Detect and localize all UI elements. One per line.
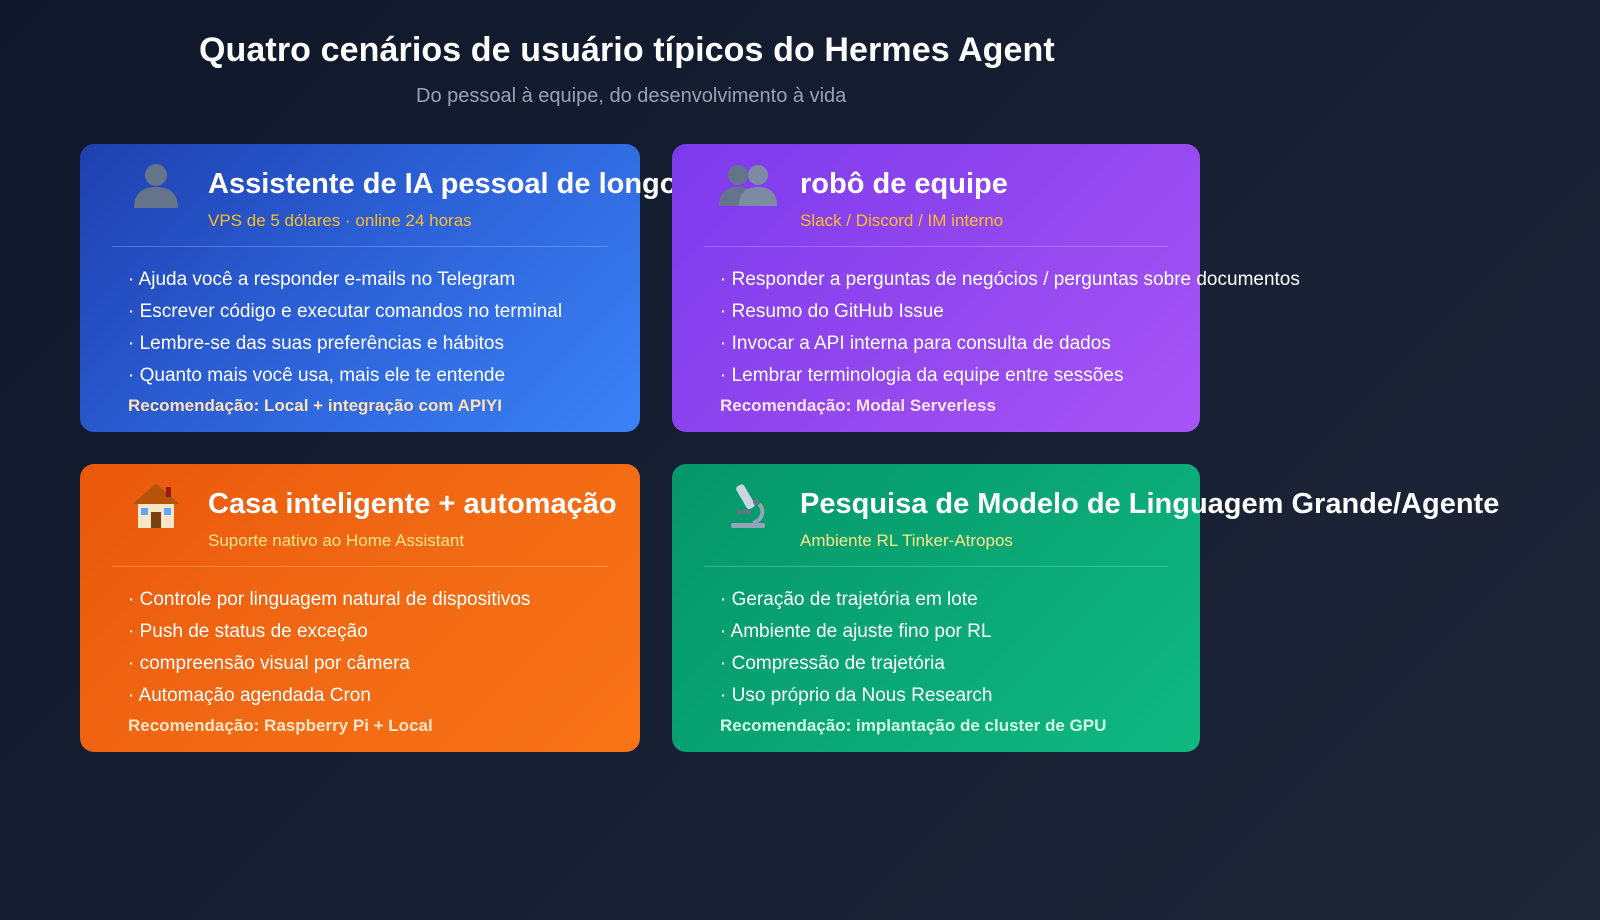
list-item: · Lembrar terminologia da equipe entre s…	[720, 365, 1124, 386]
card-personal-assistant: Assistente de IA pessoal de longo VPS de…	[80, 144, 677, 432]
list-item: · Quanto mais você usa, mais ele te ente…	[128, 365, 506, 386]
card-divider	[112, 566, 608, 567]
people-silhouette-icon	[718, 154, 778, 208]
person-silhouette-icon	[126, 154, 186, 208]
page-subtitle: Do pessoal à equipe, do desenvolvimento …	[416, 85, 847, 107]
page-title: Quatro cenários de usuário típicos do He…	[199, 31, 1055, 69]
card-title: robô de equipe	[800, 168, 1008, 200]
card-smart-home: Casa inteligente + automação Suporte nat…	[80, 464, 640, 752]
list-item: · Automação agendada Cron	[128, 685, 371, 706]
card-tag: Slack / Discord / IM interno	[800, 211, 1004, 230]
list-item: · Invocar a API interna para consulta de…	[720, 333, 1111, 354]
list-item: · Push de status de exceção	[128, 621, 368, 642]
list-item: · Escrever código e executar comandos no…	[128, 301, 563, 322]
card-divider	[704, 246, 1168, 247]
card-divider	[112, 246, 608, 247]
card-feature-list: · Geração de trajetória em lote · Ambien…	[720, 584, 992, 712]
card-feature-list: · Ajuda você a responder e-mails no Tele…	[128, 264, 562, 392]
list-item: · Resumo do GitHub Issue	[720, 301, 944, 322]
list-item: · Geração de trajetória em lote	[720, 589, 978, 610]
card-recommendation: Recomendação: implantação de cluster de …	[720, 716, 1107, 735]
card-feature-list: · Controle por linguagem natural de disp…	[128, 584, 530, 712]
card-feature-list: · Responder a perguntas de negócios / pe…	[720, 264, 1300, 392]
list-item: · Compressão de trajetória	[720, 653, 945, 674]
card-recommendation: Recomendação: Raspberry Pi + Local	[128, 716, 433, 735]
microscope-icon	[718, 474, 778, 530]
card-recommendation: Recomendação: Modal Serverless	[720, 396, 996, 415]
card-title: Casa inteligente + automação	[208, 488, 617, 520]
card-tag: Ambiente RL Tinker-Atropos	[800, 531, 1013, 550]
house-icon	[126, 474, 186, 530]
card-recommendation: Recomendação: Local + integração com API…	[128, 396, 502, 415]
card-team-bot: robô de equipe Slack / Discord / IM inte…	[672, 144, 1300, 432]
card-title: Assistente de IA pessoal de longo	[208, 168, 678, 200]
card-tag: Suporte nativo ao Home Assistant	[208, 531, 465, 550]
list-item: · Lembre-se das suas preferências e hábi…	[128, 333, 504, 354]
card-tag: VPS de 5 dólares · online 24 horas	[208, 211, 472, 230]
card-divider	[704, 566, 1168, 567]
list-item: · Ambiente de ajuste fino por RL	[720, 621, 992, 642]
card-llm-research: Pesquisa de Modelo de Linguagem Grande/A…	[672, 464, 1499, 752]
list-item: · Ajuda você a responder e-mails no Tele…	[128, 269, 516, 290]
list-item: · Controle por linguagem natural de disp…	[128, 589, 531, 610]
card-title: Pesquisa de Modelo de Linguagem Grande/A…	[800, 488, 1500, 520]
list-item: · Responder a perguntas de negócios / pe…	[720, 269, 1300, 290]
list-item: · Uso próprio da Nous Research	[720, 685, 993, 706]
list-item: · compreensão visual por câmera	[128, 653, 410, 674]
